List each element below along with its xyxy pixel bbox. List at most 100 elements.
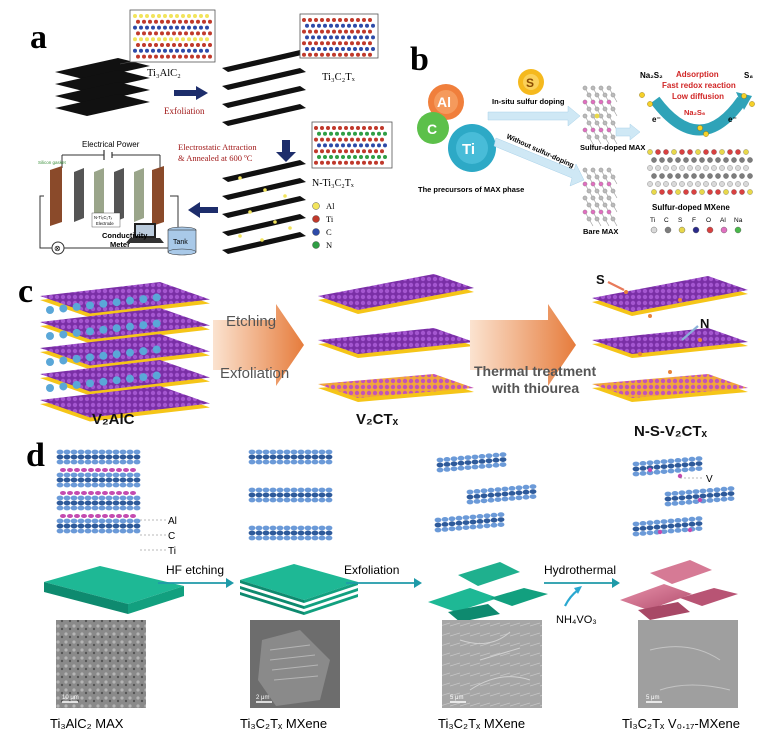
legend-a-swatch <box>312 215 320 223</box>
nh4vo3-label: NH₄VO₃ <box>556 614 597 626</box>
gear-s: S <box>518 69 544 95</box>
polysulfide-cycle: Na₂S₂ S₈ Adsorption Fast redox reaction … <box>639 70 755 137</box>
legend-b-swatch <box>692 226 700 234</box>
mxene-label: Ti₃C₂Tₓ <box>322 72 356 83</box>
panel-d-letter: d <box>26 437 45 474</box>
electrostatic-line2: & Annealed at 600 ºC <box>178 153 253 163</box>
left-arrow <box>188 202 218 218</box>
panel-b: b Al C Ti S The precursors of MAX phase … <box>410 41 755 236</box>
electrical-power-label: Electrical Power <box>82 140 140 149</box>
bare-max-crystal <box>582 167 618 227</box>
pump-symbol: ⊗ <box>54 244 61 253</box>
legend-a-label: C <box>326 227 332 237</box>
doped-atomic-inset <box>311 121 393 169</box>
nh4vo3-arrow <box>564 589 579 607</box>
ns-v2ctx-sheets <box>592 276 748 402</box>
d-max-atoms <box>56 449 141 534</box>
electrostatic-line1: Electrostatic Attraction <box>178 142 257 152</box>
legend-a-label: Al <box>326 201 335 211</box>
panel-a-letter: a <box>30 19 47 56</box>
caption-3: Ti₃C₂Tₓ MXene <box>438 716 525 731</box>
v2ctx-sheets <box>318 274 474 402</box>
legend-b-label: O <box>706 217 711 224</box>
d-max-slab <box>44 566 184 614</box>
flow-cell-apparatus: Electrical Power Silicon gasket N-Ti₃C₂T… <box>38 140 197 256</box>
bare-max-label: Bare MAX <box>583 227 618 236</box>
d-v-doped-atoms <box>632 456 735 537</box>
caption-2: Ti₃C₂Tₓ MXene <box>240 716 327 731</box>
legend-b-swatch <box>650 226 658 234</box>
sulfur-doped-mxene-lattice <box>647 149 753 195</box>
hydro-label: Hydrothermal <box>544 563 616 577</box>
sem-image-4: 5 μm <box>638 620 738 708</box>
sem-scale-3: 5 μm <box>450 695 463 701</box>
d-mxene-atoms <box>248 449 333 541</box>
legend-b-swatch <box>706 226 714 234</box>
conductivity-line1: Conductivity <box>102 231 148 240</box>
electron-left: e⁻ <box>652 115 661 124</box>
n-marker-label: N <box>700 316 709 331</box>
max-stack <box>55 58 150 116</box>
to-mxene-arrow <box>615 123 641 141</box>
d-exfoliated-sheets <box>428 562 548 622</box>
legend-a-label: N <box>326 240 332 250</box>
legend-b-swatch <box>720 226 728 234</box>
panel-b-letter: b <box>410 41 429 78</box>
legend-b-label: C <box>664 217 669 224</box>
s-pointer <box>607 281 625 291</box>
thermal-arrow <box>470 304 576 386</box>
v2alc-stack <box>40 282 210 422</box>
d-exfoliated-atoms <box>434 452 537 533</box>
sulfur-max-label: Sulfur-doped MAX <box>580 143 645 152</box>
down-arrow <box>276 140 296 162</box>
gear-al: Al <box>428 84 464 120</box>
sem-scale-2: 2 μm <box>256 695 269 701</box>
d-c-label: C <box>168 531 175 542</box>
conductivity-line2: Meter <box>110 240 130 249</box>
insitu-arrow <box>487 105 581 127</box>
na2s2-label: Na₂S₂ <box>640 71 663 80</box>
caption-4: Ti₃C₂Tₓ V₀.₁₇-MXene <box>622 716 740 731</box>
ns-v2ctx-label: N-S-V₂CTₓ <box>634 423 707 440</box>
gear-s-label: S <box>526 76 534 90</box>
d-ti-label: Ti <box>168 546 176 557</box>
fast-redox-label: Fast redox reaction <box>662 81 736 90</box>
d-mxene-stack <box>240 564 358 615</box>
panel-c: c Etching Exfoliation Thermal treatment … <box>18 272 748 440</box>
hf-label: HF etching <box>166 563 224 577</box>
exfoliation-label: Exfoliation <box>164 106 205 116</box>
adsorption-label: Adsorption <box>676 70 719 79</box>
gasket-note: Silicon gasket <box>38 160 67 165</box>
sulfur-mxene-label: Sulfur-doped MXene <box>652 203 730 212</box>
s8-label: S₈ <box>744 71 753 80</box>
gear-ti: Ti <box>448 124 496 172</box>
na2s6-label: Na₂S₆ <box>684 108 705 117</box>
sem-image-1: 10 μm <box>56 620 146 708</box>
sem-image-3: 5 μm <box>442 620 542 708</box>
thermal-line1: Thermal treatment <box>474 363 596 379</box>
gear-c-label: C <box>427 121 437 137</box>
v2alc-label: V₂AlC <box>92 411 135 428</box>
max-atomic-inset <box>119 9 216 65</box>
tank-label: Tank <box>173 239 188 246</box>
etching-arrow <box>213 304 304 386</box>
etching-label: Etching <box>226 313 276 330</box>
legend-a-swatch <box>312 228 320 236</box>
without-arrow <box>493 137 585 187</box>
panel-c-letter: c <box>18 273 33 310</box>
legend-b-label: Na <box>734 217 743 224</box>
gear-al-label: Al <box>437 94 451 110</box>
insitu-label: In-situ sulfur doping <box>492 97 565 106</box>
legend-b-swatch <box>678 226 686 234</box>
legend-a-swatch <box>312 241 320 249</box>
legend-b-label: F <box>692 217 696 224</box>
electron-right: e⁻ <box>728 115 737 124</box>
panel-d: d Al C Ti V <box>26 437 740 731</box>
sem-image-2: 2 μm <box>250 620 340 708</box>
max-label: Ti₃AlC₂ <box>147 68 181 79</box>
legend-a-swatch <box>312 202 320 210</box>
low-diffusion-label: Low diffusion <box>672 92 724 101</box>
